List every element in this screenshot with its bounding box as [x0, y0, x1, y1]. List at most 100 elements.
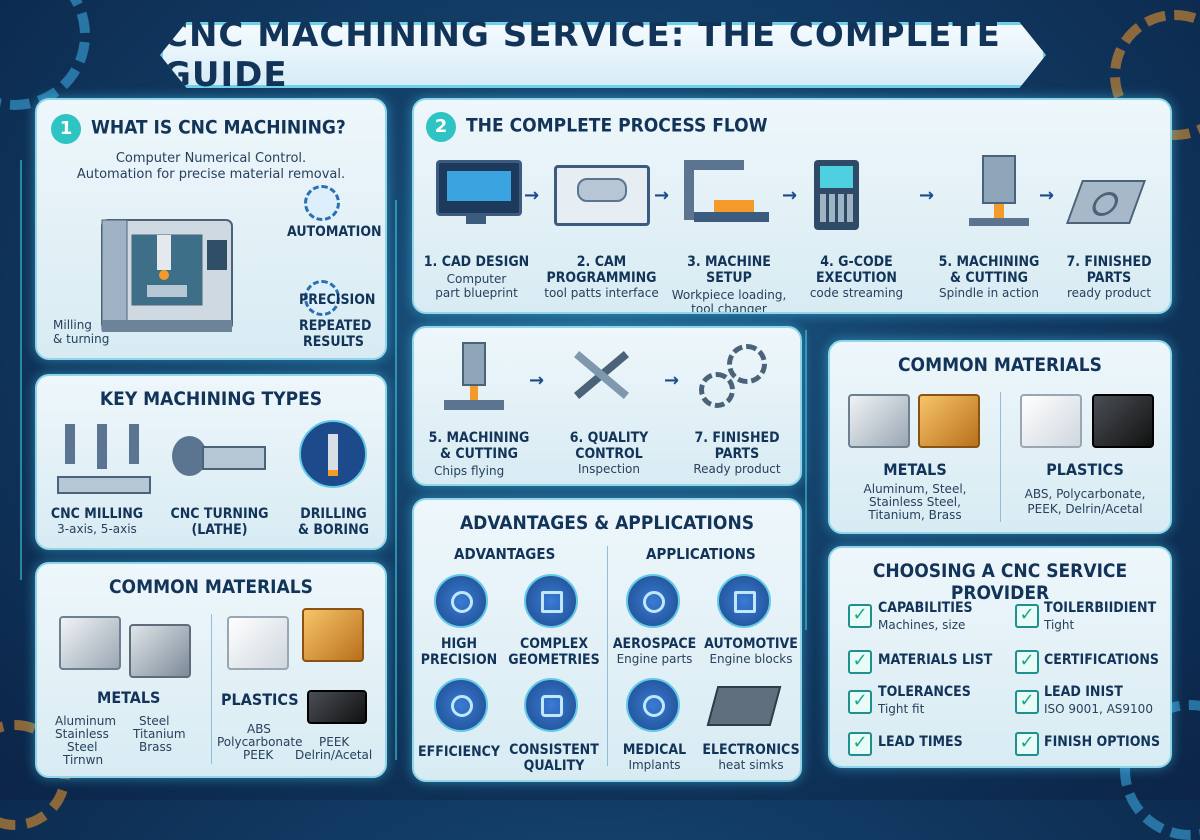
- chip-icon: [706, 686, 782, 726]
- advantage-label: EFFICIENCY: [418, 744, 500, 760]
- application-label: MEDICAL: [622, 742, 687, 758]
- step-sub: tool changer: [691, 302, 767, 314]
- aluminum-block-icon: [59, 616, 121, 670]
- advantage-label: COMPLEX: [519, 636, 589, 652]
- engine-block-icon: [717, 574, 771, 628]
- jet-engine-icon: [626, 574, 680, 628]
- step-label: 3. MACHINE SETUP: [687, 254, 771, 286]
- circuit-line: [395, 200, 397, 760]
- section-title: COMMON MATERIALS: [898, 354, 1102, 376]
- process-step: 7. FINISHED PARTS Ready product: [674, 430, 800, 476]
- circuit-line: [805, 330, 807, 630]
- drill-icon: [299, 420, 367, 488]
- advantage-item: CONSISTENT QUALITY: [504, 742, 604, 774]
- process-step: 7. FINISHED PARTS ready product: [1049, 254, 1169, 300]
- section-title: THE COMPLETE PROCESS FLOW: [466, 114, 768, 137]
- step-label: PARTS: [714, 446, 760, 462]
- application-sub: Engine parts: [616, 652, 693, 666]
- advantages-heading: ADVANTAGES: [454, 545, 556, 563]
- step-sub: Inspection: [578, 462, 640, 476]
- divider: [211, 614, 212, 764]
- step-label: PROGRAMMING: [546, 270, 657, 286]
- flow-arrow-icon: →: [654, 185, 670, 206]
- flow-arrow-icon: →: [529, 370, 545, 391]
- advantage-label: CONSISTENT: [509, 742, 599, 758]
- section-title: CHOOSING A CNC SERVICE PROVIDER: [872, 560, 1128, 604]
- shield-check-icon: [524, 678, 578, 732]
- criteria-label: TOILERBIIDIENT: [1044, 600, 1157, 616]
- caliper-icon: [564, 346, 634, 406]
- application-item: ELECTRONICS heat simks: [702, 742, 800, 772]
- plastics-desc: PEEK, Delrin/Acetal: [1027, 502, 1143, 516]
- brass-block-icon: [918, 394, 980, 448]
- criteria-label: FINISH OPTIONS: [1044, 734, 1161, 750]
- advantages-panel: ADVANTAGES & APPLICATIONS ADVANTAGES APP…: [412, 498, 802, 782]
- circuit-line: [20, 160, 22, 580]
- step-label: PARTS: [1086, 270, 1132, 286]
- process-step: 1. CAD DESIGN Computer part blueprint: [414, 254, 539, 300]
- section-title: ADVANTAGES & APPLICATIONS: [459, 512, 755, 534]
- aluminum-block-icon: [848, 394, 910, 448]
- advantage-label: GEOMETRIES: [508, 652, 600, 668]
- section-number-badge: 1: [51, 114, 81, 144]
- advantage-item: COMPLEX GEOMETRIES: [504, 636, 604, 668]
- process-step: 5. MACHINING & CUTTING Spindle in action: [929, 254, 1049, 300]
- process-step: 5. MACHINING & CUTTING: [414, 430, 544, 462]
- criteria-sub: Machines, size: [878, 618, 966, 632]
- automation-icon: [304, 185, 340, 221]
- type-sub: 3-axis, 5-axis: [57, 522, 137, 536]
- gears-icon: [699, 344, 769, 408]
- criteria-label: CAPABILITIES: [878, 600, 973, 616]
- provider-panel: CHOOSING A CNC SERVICE PROVIDER ✓ CAPABI…: [828, 546, 1172, 768]
- precision-label: PRECISION: [299, 292, 376, 308]
- step-label: 5. MACHINING: [938, 254, 1040, 270]
- process-flow-continued-panel: → → 5. MACHINING & CUTTING Chips flying …: [412, 326, 802, 486]
- plastic-item: Delrin/Acetal: [295, 748, 373, 762]
- flow-arrow-icon: →: [782, 185, 798, 206]
- section-title: KEY MACHINING TYPES: [99, 388, 323, 410]
- process-step: 3. MACHINE SETUP Workpiece loading, tool…: [664, 254, 794, 314]
- metal-item: Brass: [139, 740, 173, 754]
- application-item: AEROSPACE Engine parts: [607, 636, 702, 666]
- plastic-item: Polycarbonate: [217, 735, 303, 749]
- criteria-label: MATERIALS LIST: [878, 652, 993, 668]
- section-title: WHAT IS CNC MACHINING?: [91, 116, 346, 139]
- machining-types-panel: KEY MACHINING TYPES CNC MILLING 3-axis, …: [35, 374, 387, 550]
- step-sub: Workpiece loading,: [671, 288, 787, 302]
- efficiency-icon: [434, 678, 488, 732]
- plastics-desc: ABS, Polycarbonate,: [1024, 487, 1146, 501]
- flow-arrow-icon: →: [919, 185, 935, 206]
- plastics-label: PLASTICS: [221, 690, 299, 709]
- advantage-item: HIGH PRECISION: [414, 636, 504, 668]
- monitor-icon: [436, 160, 522, 224]
- advantage-label: QUALITY: [523, 758, 585, 774]
- repeated-label: REPEATED: [299, 318, 372, 334]
- step-label: & CUTTING: [950, 270, 1028, 286]
- plastic-item: PEEK: [319, 735, 350, 749]
- criteria-sub: Tight fit: [878, 702, 925, 716]
- application-label: ELECTRONICS: [702, 742, 800, 758]
- application-item: MEDICAL Implants: [607, 742, 702, 772]
- step-label: 2. CAM: [576, 254, 627, 270]
- controller-icon: [814, 160, 859, 230]
- machine-setup-icon: [684, 160, 769, 225]
- checkbox-icon: ✓: [1015, 604, 1039, 628]
- type-label: CNC TURNING: [170, 506, 269, 522]
- type-label: DRILLING: [300, 506, 367, 522]
- checkbox-icon: ✓: [1015, 690, 1039, 714]
- process-step: 4. G-CODE EXECUTION code streaming: [794, 254, 919, 300]
- cube-geometry-icon: [524, 574, 578, 628]
- milling-caption: Milling: [53, 318, 92, 332]
- page-title-banner: CNC MACHINING SERVICE: THE COMPLETE GUID…: [160, 22, 1046, 88]
- criteria-sub: Tight: [1044, 618, 1075, 632]
- type-turning: CNC TURNING (LATHE): [157, 506, 282, 538]
- metals-desc: Aluminum, Steel,: [863, 482, 967, 496]
- criteria-label: TOLERANCES: [878, 684, 971, 700]
- section-header: 1 WHAT IS CNC MACHINING?: [51, 114, 346, 144]
- what-desc-2: Automation for precise material removal.: [76, 167, 346, 182]
- results-label: RESULTS: [303, 334, 364, 350]
- step-label: CONTROL: [575, 446, 643, 462]
- page-title: CNC MACHINING SERVICE: THE COMPLETE GUID…: [163, 15, 1001, 95]
